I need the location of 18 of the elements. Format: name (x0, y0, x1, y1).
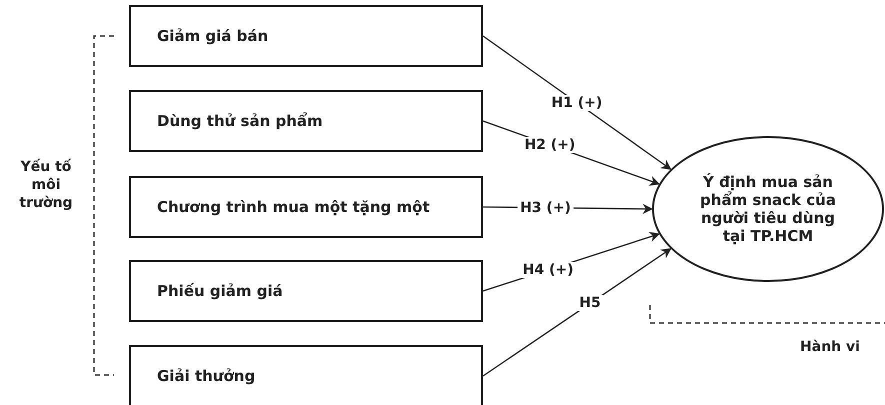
node-text: Ý định mua sản phẩm snack của người tiêu dùng tại TP.HCM (699, 173, 837, 245)
factor-box (129, 5, 483, 67)
edge-label: H5 (576, 295, 604, 312)
node-text: Giảm giá bán (157, 27, 268, 45)
group-label: Yếu tố môi trường (18, 158, 74, 213)
group-label: Hành vi (799, 338, 861, 356)
factor-box (129, 90, 483, 152)
edge-label: H3 (+) (517, 200, 574, 216)
node-text: Chương trình mua một tặng một (157, 198, 430, 216)
factor-box (129, 176, 483, 238)
arrow (482, 35, 672, 170)
factor-box (129, 260, 483, 322)
node-text: Dùng thử sản phẩm (157, 112, 323, 130)
factor-box (129, 345, 483, 405)
node-text: Phiếu giảm giá (157, 282, 283, 300)
arrow (482, 248, 672, 377)
edge-label: H4 (+) (520, 262, 577, 278)
node-text: Giải thưởng (157, 367, 256, 385)
